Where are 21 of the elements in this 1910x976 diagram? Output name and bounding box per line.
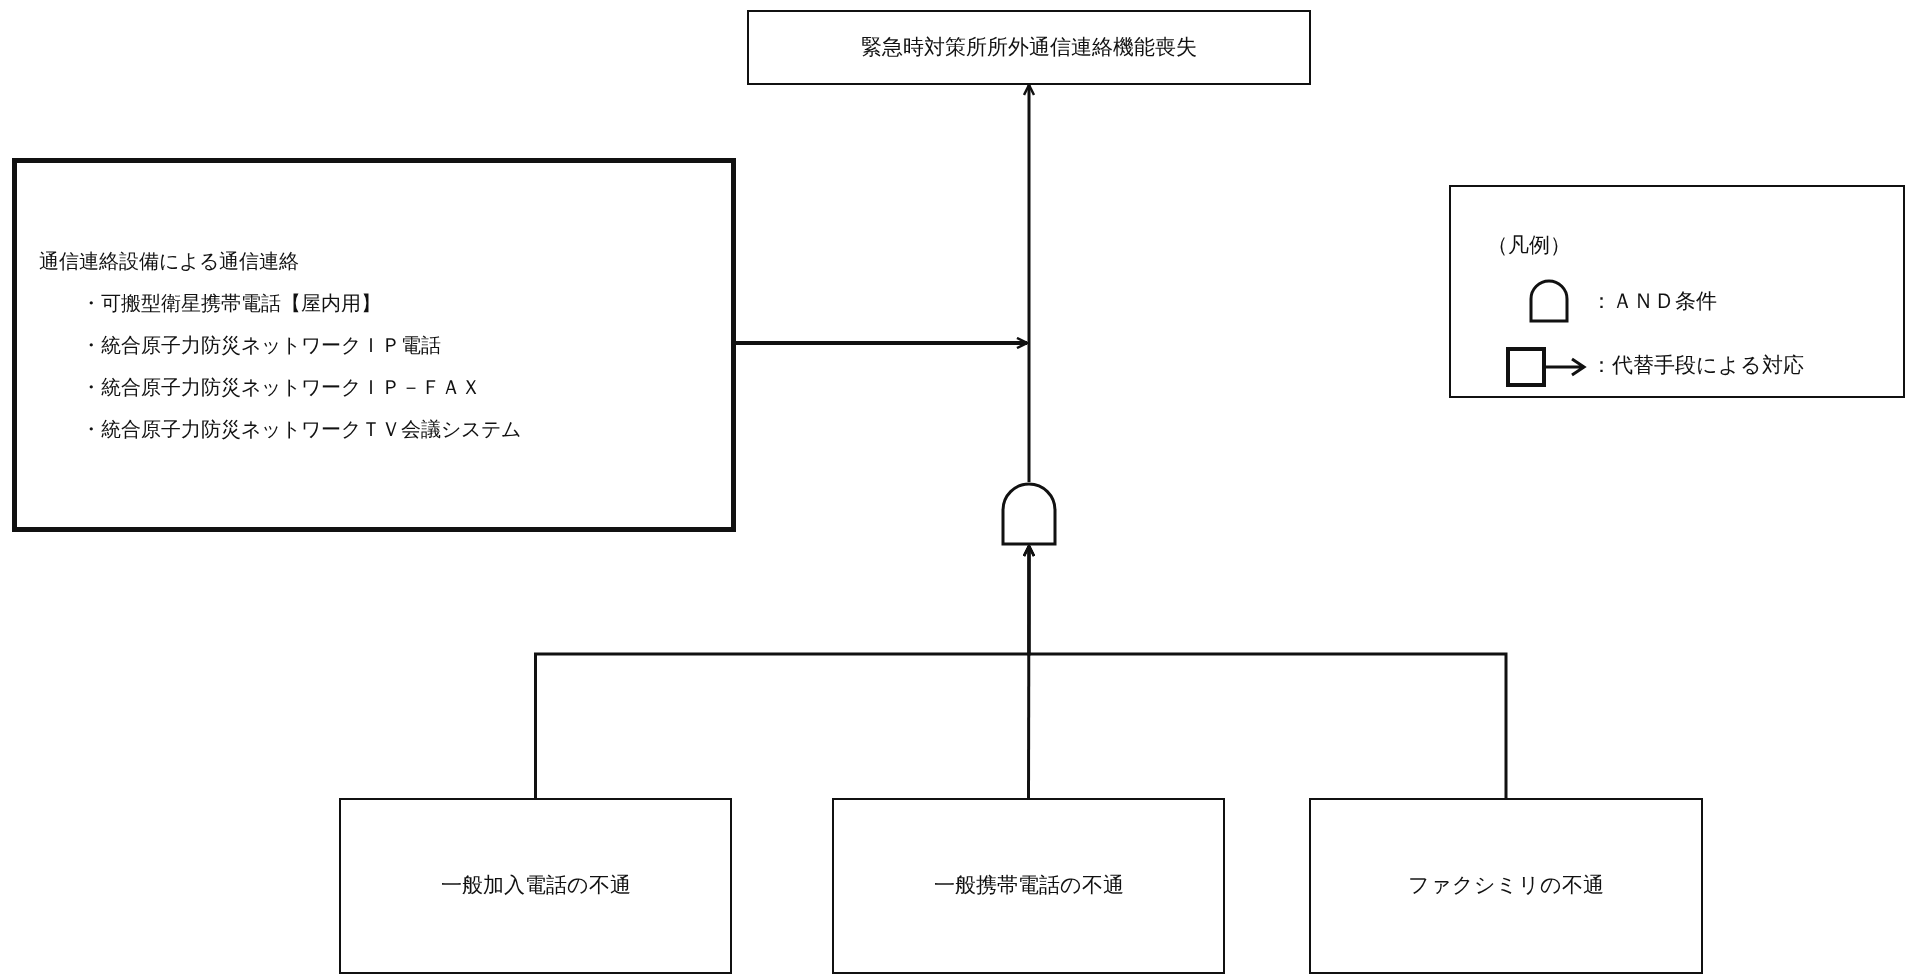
list-item: ・可搬型衛星携帯電話【屋内用】	[81, 290, 381, 316]
box-heading: 通信連絡設備による通信連絡	[39, 248, 299, 274]
event-box	[339, 798, 732, 974]
legend-text: ：ＡＮＤ条件	[1591, 288, 1717, 315]
list-item: ・統合原子力防災ネットワークＴＶ会議システム	[81, 416, 521, 442]
legend-text: ：代替手段による対応	[1591, 352, 1804, 379]
arrow	[1022, 83, 1036, 482]
event-box	[832, 798, 1225, 974]
countermeasure-box	[12, 158, 736, 532]
arrow	[736, 336, 1029, 350]
event-box	[747, 10, 1311, 85]
list-item: ・統合原子力防災ネットワークＩＰ電話	[81, 332, 441, 358]
arrow	[1022, 544, 1508, 798]
event-text: 一般携帯電話の不通	[933, 872, 1124, 900]
event-box	[1309, 798, 1703, 974]
list-item: ・統合原子力防災ネットワークＩＰ－ＦＡＸ	[81, 374, 481, 400]
event-text: ファクシミリの不通	[1408, 872, 1604, 900]
and-gate	[1001, 482, 1057, 546]
event-text: 一般加入電話の不通	[440, 872, 631, 900]
legend-title: （凡例）	[1487, 232, 1571, 259]
event-text: 緊急時対策所所外通信連絡機能喪失	[861, 33, 1197, 61]
